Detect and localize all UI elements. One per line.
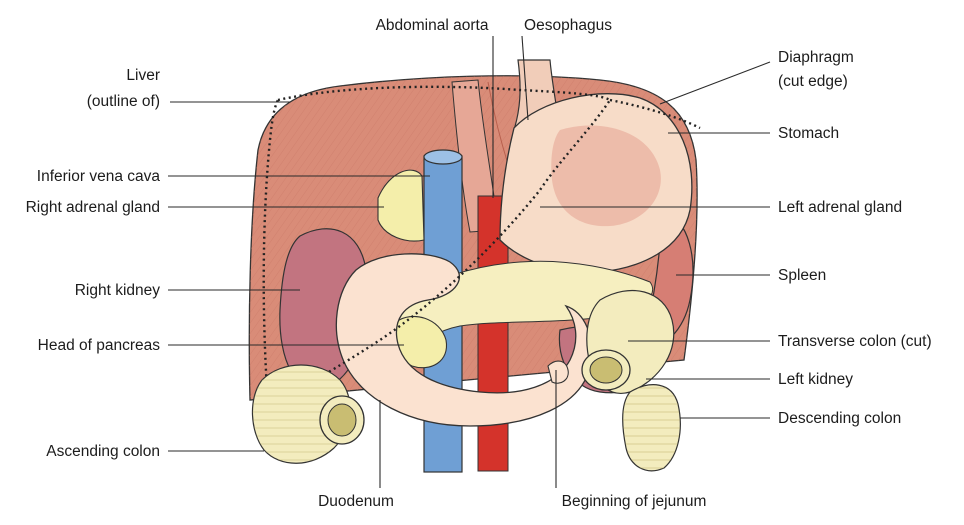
transverse-colon [582, 290, 674, 393]
label-liver-line1: Liver [126, 67, 160, 84]
label-right-adrenal-gland: Right adrenal gland [26, 199, 160, 216]
label-abdominal-aorta: Abdominal aorta [376, 17, 489, 34]
label-diaphragm-line1: Diaphragm [778, 49, 854, 66]
label-inferior-vena-cava: Inferior vena cava [37, 168, 161, 185]
label-left-adrenal-gland: Left adrenal gland [778, 199, 902, 216]
label-transverse-colon-cut: Transverse colon (cut) [778, 333, 932, 350]
label-spleen: Spleen [778, 267, 826, 284]
label-stomach: Stomach [778, 125, 839, 142]
label-left-kidney: Left kidney [778, 371, 853, 388]
label-diaphragm-line2: (cut edge) [778, 73, 848, 90]
label-ascending-colon: Ascending colon [46, 443, 160, 460]
label-duodenum: Duodenum [318, 493, 394, 510]
label-head-of-pancreas: Head of pancreas [38, 337, 161, 354]
jejunum [548, 361, 568, 383]
label-beginning-of-jejunum: Beginning of jejunum [562, 493, 707, 510]
descending-colon [623, 385, 681, 471]
label-descending-colon: Descending colon [778, 410, 901, 427]
label-right-kidney: Right kidney [75, 282, 161, 299]
label-liver-line2: (outline of) [87, 93, 160, 110]
label-oesophagus: Oesophagus [524, 17, 612, 34]
